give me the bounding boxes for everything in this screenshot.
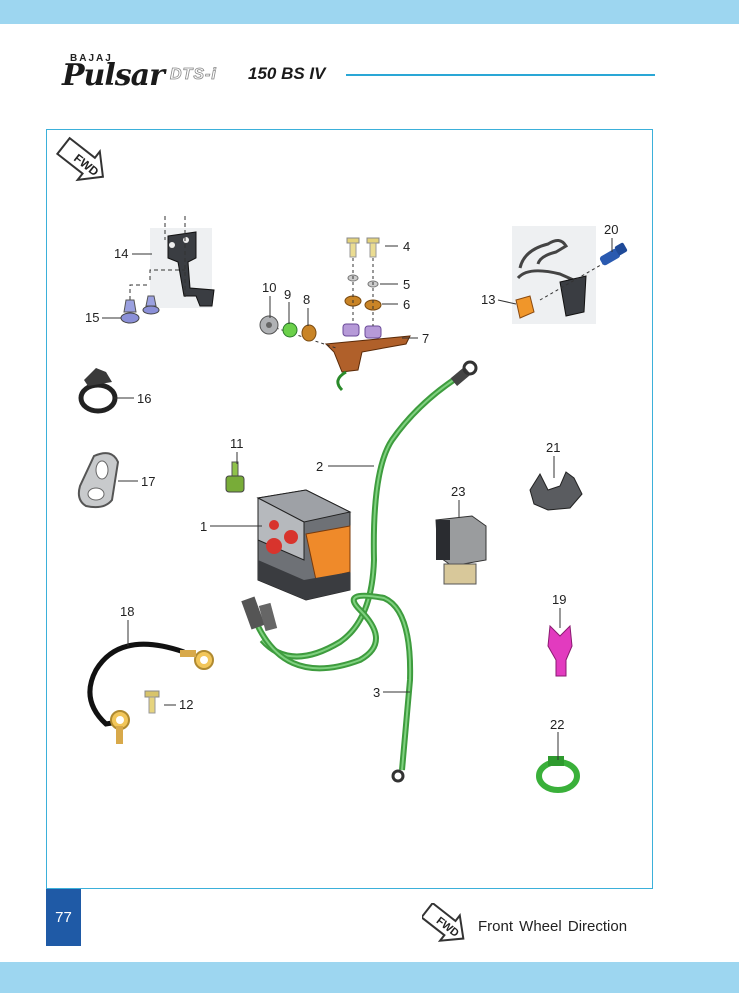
part-19-clip bbox=[547, 624, 573, 677]
brand-variant: DTS-i bbox=[170, 66, 217, 84]
brand-suffix: 150 BS IV bbox=[248, 64, 326, 83]
part-23-wheel-speed-sensor bbox=[435, 515, 487, 585]
diagram-frame bbox=[46, 129, 653, 889]
callout-5: 5 bbox=[403, 277, 410, 292]
callout-16: 16 bbox=[137, 391, 151, 406]
part-8-spacer bbox=[301, 324, 317, 342]
callout-11: 11 bbox=[230, 436, 244, 451]
callout-14: 14 bbox=[114, 246, 128, 261]
callout-20: 20 bbox=[604, 222, 618, 237]
part-9-grommet bbox=[282, 322, 298, 338]
page-number-box: 77 bbox=[46, 889, 81, 946]
part-13-20-sensor-assembly bbox=[512, 226, 628, 324]
callout-7: 7 bbox=[422, 331, 429, 346]
callout-15: 15 bbox=[85, 310, 99, 325]
callout-19: 19 bbox=[552, 592, 566, 607]
callout-9: 9 bbox=[284, 287, 291, 302]
callout-23: 23 bbox=[451, 484, 465, 499]
callout-3: 3 bbox=[373, 685, 380, 700]
callout-13: 13 bbox=[481, 292, 495, 307]
part-1-abs-modulator bbox=[256, 489, 352, 601]
part-15-screws bbox=[120, 295, 160, 324]
callout-17: 17 bbox=[141, 474, 155, 489]
leader-lines bbox=[102, 238, 613, 760]
part-14-bracket bbox=[129, 216, 215, 308]
callout-6: 6 bbox=[403, 297, 410, 312]
part-21-clip bbox=[529, 471, 583, 511]
callout-18: 18 bbox=[120, 604, 134, 619]
legend-text: Front Wheel Direction bbox=[478, 918, 628, 935]
brand-model: Pulsar bbox=[62, 58, 165, 93]
page-number: 77 bbox=[55, 909, 72, 926]
part-3-brake-hose bbox=[241, 592, 414, 783]
part-12-bolt bbox=[144, 690, 160, 714]
part-6-spacers bbox=[344, 295, 382, 311]
fwd-arrow-icon: FWD bbox=[55, 136, 105, 182]
brand-logo: BAJAJ Pulsar DTS-i 150 BS IV bbox=[62, 50, 362, 100]
callout-21: 21 bbox=[546, 440, 560, 455]
part-16-clamp bbox=[78, 368, 118, 414]
callout-10: 10 bbox=[262, 280, 276, 295]
part-10-nut bbox=[259, 315, 279, 335]
callout-22: 22 bbox=[550, 717, 564, 732]
part-22-clamp-band bbox=[536, 756, 580, 793]
part-17-clip bbox=[77, 452, 120, 509]
part-11-bolt bbox=[225, 461, 245, 493]
callout-2: 2 bbox=[316, 459, 323, 474]
part-4-bolts bbox=[346, 237, 380, 258]
fwd-legend: FWD Front Wheel Direction bbox=[422, 903, 662, 947]
part-7-bracket bbox=[269, 258, 411, 392]
callout-12: 12 bbox=[179, 697, 193, 712]
callout-8: 8 bbox=[303, 292, 310, 307]
part-2-brake-hose bbox=[259, 360, 478, 660]
brand-maker: BAJAJ bbox=[70, 53, 113, 64]
callout-1: 1 bbox=[200, 519, 207, 534]
bottom-color-band bbox=[0, 962, 739, 993]
fwd-arrow-icon: FWD bbox=[422, 903, 465, 942]
header-rule bbox=[346, 74, 655, 76]
top-color-band bbox=[0, 0, 739, 24]
part-18-earth-cable bbox=[87, 641, 214, 744]
callout-4: 4 bbox=[403, 239, 410, 254]
